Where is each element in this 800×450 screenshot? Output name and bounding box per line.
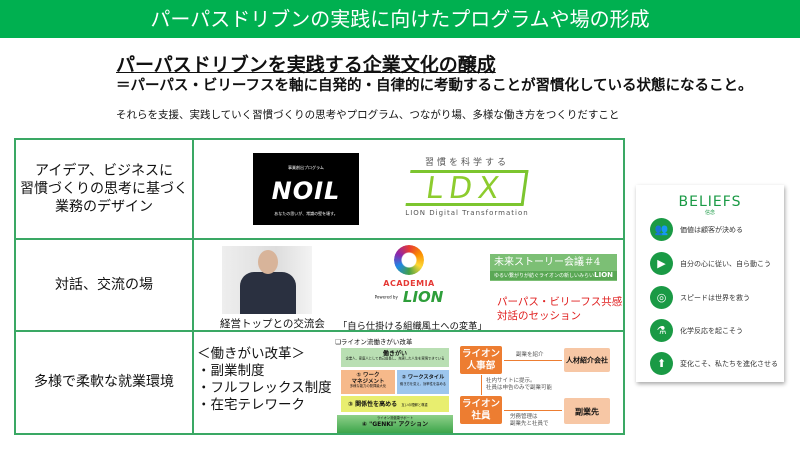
academia-emblem-icon [394,245,424,275]
row-business-design: アイデア、ビジネスに 習慣づくりの思考に基づく 業務のデザイン [16,140,623,240]
noil-wordmark: NOIL [271,177,341,205]
program-table: アイデア、ビジネスに 習慣づくりの思考に基づく 業務のデザイン 対話、交流の場 … [14,138,625,435]
row-label: アイデア、ビジネスに 習慣づくりの思考に基づく 業務のデザイン [16,140,194,238]
employee-box: ライオン 社員 [460,396,502,424]
flow-note: 労務管理は 副業先と社員で [510,413,549,427]
belief-item: ⚗化学反応を起こそう [650,319,743,342]
arrow-up-icon: ⬆ [650,352,673,375]
academia-brand: LION [402,288,444,306]
ldx-sub: LION Digital Transformation [405,209,529,217]
list-item: ・在宅テレワーク [197,396,305,413]
session-text: パーパス・ビリーフス共感 対話のセッション [497,296,623,322]
list-item: ・フルフレックス制度 [197,379,332,396]
diagram-tile-top: 働きがい企業人、家庭人として自己成長し、充実した人生を実現できている [341,348,449,367]
belief-item: ▶自分の心に従い、自ら動こう [650,252,771,275]
beliefs-subtitle: 信念 [704,210,715,216]
support-text: それらを支援、実践していく習慣づくりの思考やプログラム、つながり場、多様な働き方… [116,109,620,121]
main-heading: パーパスドリブンを実践する企業文化の醸成 [116,54,496,76]
academia-name: ACADEMIA [383,279,435,288]
row-dialogue: 対話、交流の場 [16,240,623,332]
row-work-environment: 多様で柔軟な就業環境 [16,332,623,433]
play-icon: ▶ [650,252,673,275]
academia-powered: Powered by [374,294,398,300]
list-title: ＜働きがい改革＞ [197,346,305,362]
belief-item: 👥価値は顧客が決める [650,218,743,241]
people-icon: 👥 [650,218,673,241]
beliefs-card: BELIEFS 信念 👥価値は顧客が決める ▶自分の心に従い、自ら動こう ◎スピ… [636,185,784,382]
noil-top: 事業創出プログラム [288,165,324,170]
slide-header: パーパスドリブンの実践に向けたプログラムや場の形成 [0,0,800,38]
diagram-tile-1: ① ワーク マネジメント多様な能力の発揮最大化 [341,370,395,394]
noil-tagline: あなたの思いが、常識の壁を壊す。 [274,211,338,216]
executive-photo [222,246,312,314]
flow-note: 副業を紹介 [516,351,544,358]
work-reform-list: ＜働きがい改革＞ ・副業制度 ・フルフレックス制度 ・在宅テレワーク [197,346,332,414]
list-item: ・副業制度 [197,362,265,379]
diagram-tile-3: ③ 関係性を高める 互いの理解と尊重 [341,396,449,412]
row-label: 対話、交流の場 [16,240,194,330]
mirai-brand: LION [594,271,613,279]
work-reform-diagram: ❏ライオン流働きがい改革 働きがい企業人、家庭人として自己成長し、充実した人生を… [335,338,455,434]
globe-hands-icon: ◎ [650,286,673,309]
hr-box: ライオン 人事部 [460,346,502,374]
definition-text: ＝パーパス・ビリーフスを軸に自発的・自律的に考動することが習慣化している状態にな… [116,78,753,94]
flow-note: 社内サイトに提示。 社員は申告のみで副業可能 [486,377,552,391]
ldx-top: 習慣を科学する [424,158,509,168]
arrow-line [504,360,562,361]
flask-icon: ⚗ [650,319,673,342]
agency-box: 人材紹介会社 [564,348,610,372]
diagram-title: ❏ライオン流働きがい改革 [335,338,413,347]
side-job-flow: ライオン 人事部 人材紹介会社 ライオン 社員 副業先 副業を紹介 社内サイトに… [460,346,620,432]
row-label: 多様で柔軟な就業環境 [16,332,194,433]
academia-caption: 「自ら仕掛ける組織風土への変革」 [338,321,487,332]
academia-logo: ACADEMIA Powered by LION [374,245,444,306]
beliefs-title: BELIEFS [678,194,742,210]
arrow-line [481,375,482,395]
mirai-title: 未来ストーリー会議＃4 [494,257,601,268]
ldx-logo: 習慣を科学する LDX LION Digital Transformation [402,155,532,223]
diagram-tile-2: ② ワークスタイル働き方を変え、効率性を高める [397,370,449,394]
photo-caption: 経営トップとの交流会 [220,318,325,330]
belief-item: ⬆変化こそ、私たちを進化させる [650,352,778,375]
mirai-sub: ゆるい繋がりが紡ぐライオンの新しいみらい [490,271,617,280]
side-job-box: 副業先 [564,398,610,424]
arrow-line [504,410,562,411]
ldx-wordmark: LDX [405,170,529,206]
belief-item: ◎スピードは世界を救う [650,286,750,309]
noil-logo: 事業創出プログラム NOIL あなたの思いが、常識の壁を壊す。 [253,153,359,225]
